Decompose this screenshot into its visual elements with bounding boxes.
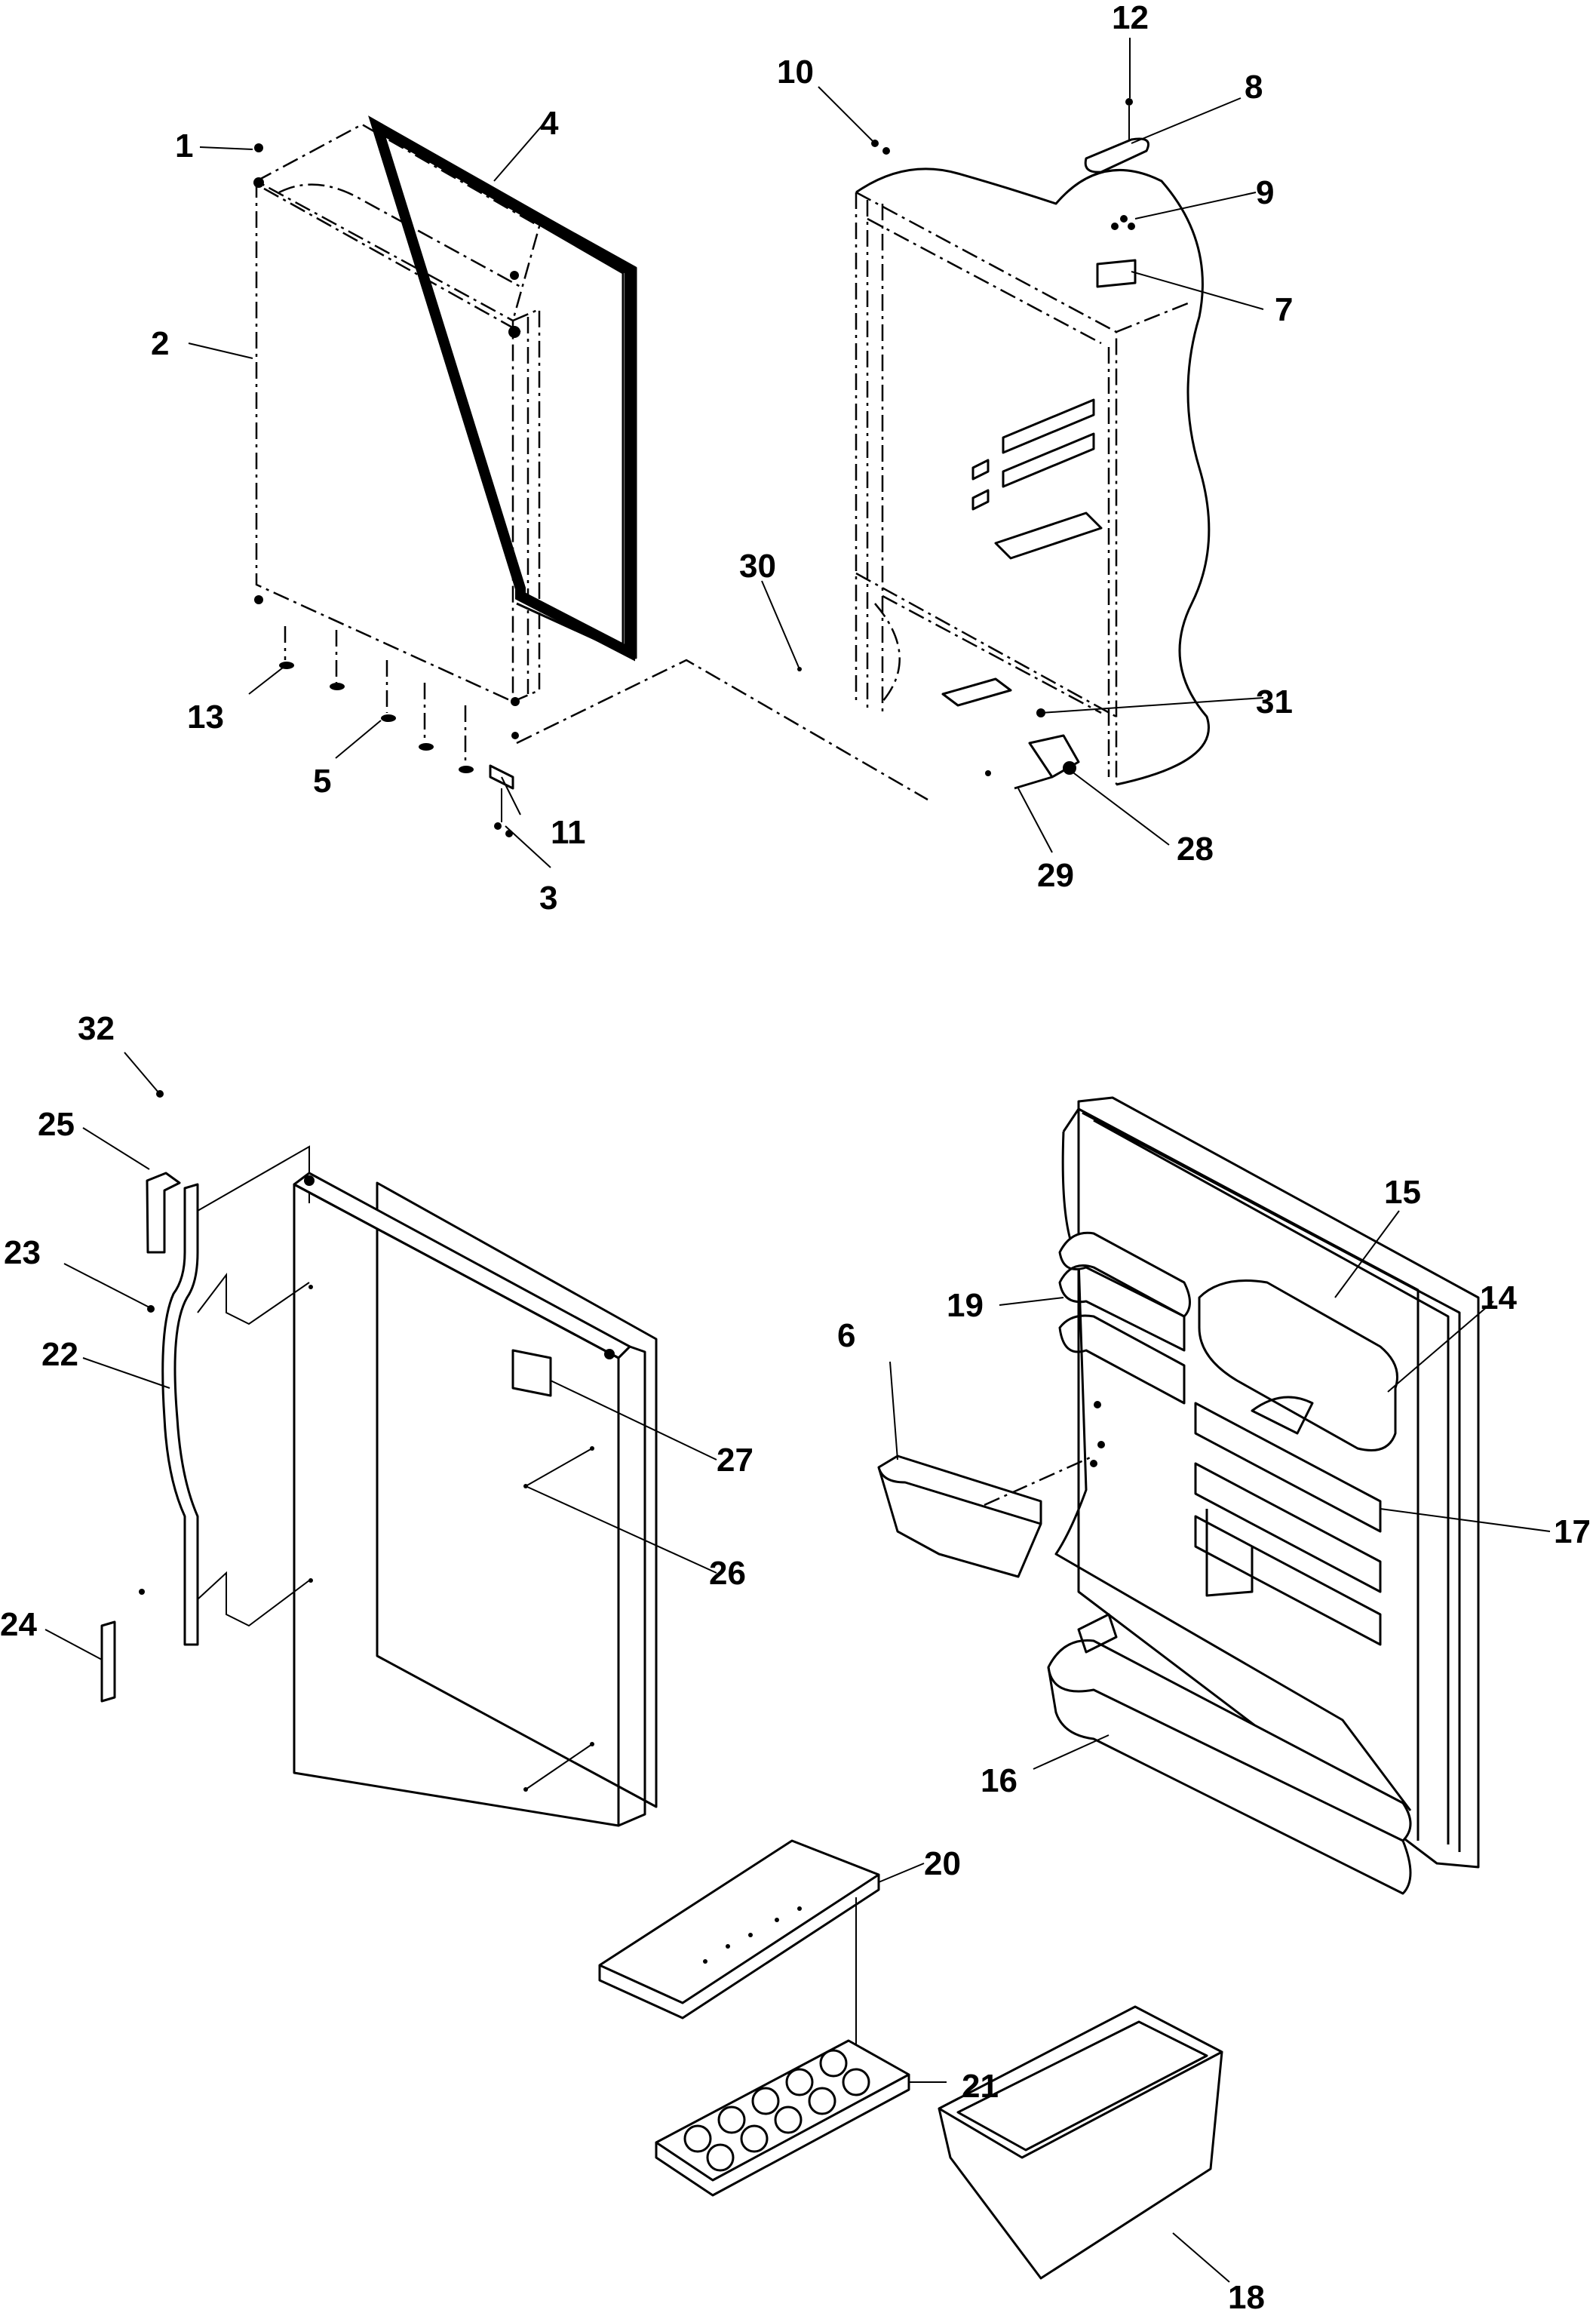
callout-25: 25 [38,1106,75,1143]
callout-22: 22 [41,1336,78,1373]
cabinet-assembly [797,98,1211,790]
callout-1: 1 [175,127,193,164]
callout-18: 18 [1228,2279,1265,2316]
callout-9: 9 [1256,174,1274,211]
callout-2: 2 [151,325,169,362]
callout-24: 24 [0,1606,37,1643]
callout-19: 19 [947,1287,984,1324]
callout-17: 17 [1554,1513,1591,1550]
callout-23: 23 [4,1234,41,1271]
callout-8: 8 [1245,69,1263,106]
callout-29: 29 [1037,857,1074,894]
callout-21: 21 [962,2068,999,2105]
callout-32: 32 [78,1010,115,1047]
freezer-door-assembly [253,115,928,837]
door-gasket-part [368,115,635,662]
callout-20: 20 [924,1845,961,1882]
callout-3: 3 [539,880,557,917]
callout-13: 13 [187,699,224,736]
handle-assembly [100,1090,310,1703]
callout-5: 5 [313,763,331,800]
callout-12: 12 [1112,0,1149,36]
callout-7: 7 [1275,291,1293,328]
egg-tray-assembly [598,1839,910,2197]
door-liner-assembly [877,1096,1480,1895]
callout-10: 10 [777,54,814,91]
butter-bin [938,2005,1223,2280]
callout-26: 26 [709,1555,746,1592]
leader-lines [45,38,1551,2283]
callout-11: 11 [551,814,586,851]
callout-28: 28 [1177,831,1214,868]
callout-16: 16 [981,1762,1017,1799]
callout-14: 14 [1480,1279,1517,1316]
callout-4: 4 [540,105,559,142]
callout-6: 6 [837,1317,855,1354]
callout-30: 30 [739,548,776,585]
callout-15: 15 [1384,1174,1421,1211]
callout-27: 27 [717,1442,753,1479]
callout-31: 31 [1256,683,1293,720]
fresh-food-door-outer [293,1172,658,1827]
